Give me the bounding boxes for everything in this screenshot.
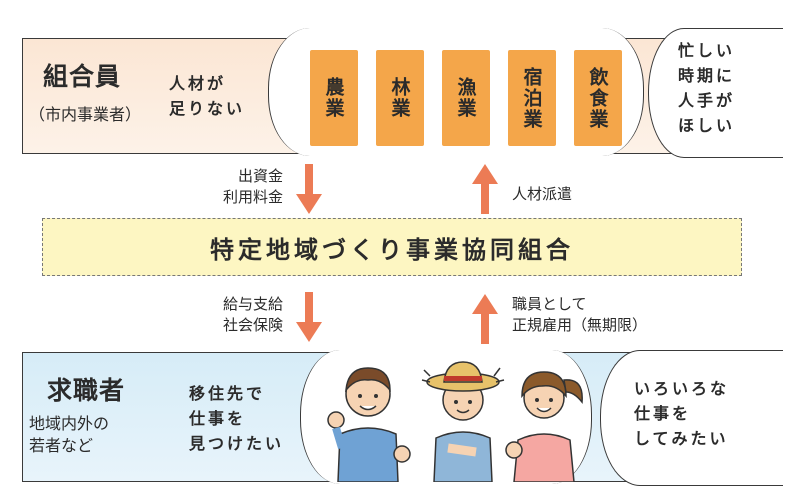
members-voice-right: 忙しい 時期に 人手が ほしい — [678, 41, 736, 135]
cooperative-name: 特定地域づくり事業協同組合 — [210, 235, 574, 264]
industry-tile-forestry: 林業 — [376, 50, 424, 146]
flow-up-2-label: 職員として 正規雇用（無期限） — [512, 295, 648, 334]
job-seekers-title: 求職者 — [47, 376, 126, 405]
industry-tile-lodging: 宿泊業 — [508, 50, 556, 146]
down-arrow-icon — [296, 292, 322, 342]
cooperative-box: 特定地域づくり事業協同組合 — [42, 218, 742, 276]
flow-down-1-label: 出資金 利用料金 — [222, 167, 283, 206]
job-seekers-voice-right: いろいろな 仕事を してみたい — [634, 379, 730, 448]
flow-down-2-label: 給与支給 社会保険 — [222, 295, 283, 334]
members-title: 組合員 — [43, 62, 122, 91]
members-subtitle: （市内事業者） — [29, 105, 142, 124]
flow-up-1-label: 人材派遣 — [512, 185, 573, 203]
young-woman-illustration — [505, 371, 583, 482]
members-voice-left: 人材が 足りない — [169, 74, 246, 118]
industry-tile-agriculture: 農業 — [310, 50, 358, 146]
down-arrow-icon — [296, 164, 322, 214]
job-seekers-voice-left: 移住先で 仕事を 見つけたい — [189, 384, 285, 453]
up-arrow-icon — [472, 294, 498, 344]
industry-tile-restaurant: 飲食業 — [574, 50, 622, 146]
up-arrow-icon — [472, 164, 498, 214]
hat-man-illustration — [421, 361, 505, 482]
job-seekers-subtitle: 地域内外の 若者など — [29, 414, 110, 455]
job-seekers-voice-right-bubble — [600, 350, 783, 486]
industry-tile-fishery: 漁業 — [442, 50, 490, 146]
members-voice-right-bubble — [648, 28, 783, 158]
young-man-illustration — [327, 367, 411, 482]
